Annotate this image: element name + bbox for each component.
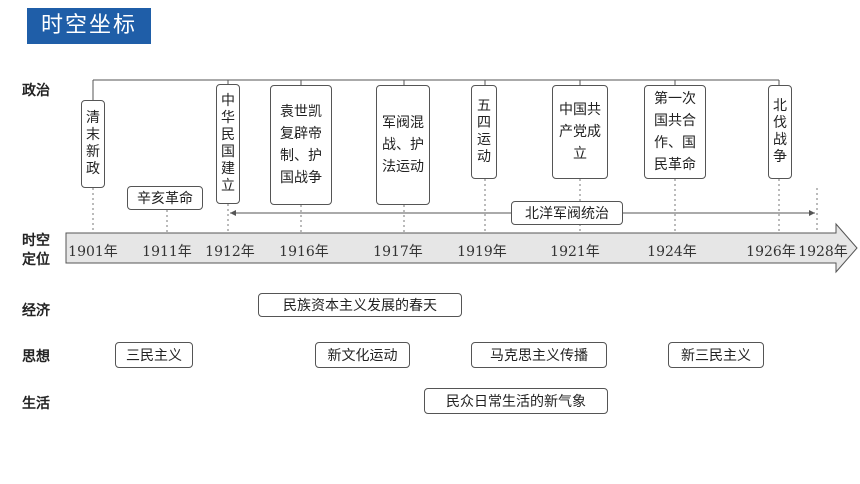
row-label-life: 生活 (22, 396, 50, 412)
beiyang-arrow-left (230, 210, 236, 216)
year-label: 1924年 (647, 244, 697, 260)
event-zhongguo-gongchandang: 中国共产党成立 (552, 85, 608, 179)
year-label: 1921年 (550, 244, 600, 260)
row-label-thought: 思想 (22, 349, 50, 365)
economy-event: 民族资本主义发展的春天 (258, 293, 462, 317)
year-label: 1917年 (373, 244, 423, 260)
event-zhonghua-minguo: 中华民国建立 (216, 84, 240, 204)
row-label-spacetime: 时空定位 (22, 233, 50, 268)
life-event: 民众日常生活的新气象 (424, 388, 608, 414)
event-wusi-yundong: 五四运动 (471, 85, 497, 179)
year-label: 1916年 (279, 244, 329, 260)
timeline-arrow (65, 222, 858, 274)
event-beifa-zhanzheng: 北伐战争 (768, 85, 792, 179)
event-diyici-guogong: 第一次国共合作、国民革命 (644, 85, 706, 179)
thought-xin-sanmin-zhuyi: 新三民主义 (668, 342, 764, 368)
beiyang-arrow-right (809, 210, 815, 216)
year-label: 1912年 (205, 244, 255, 260)
page-title: 时空坐标 (27, 8, 151, 44)
event-junfa-hunzhan: 军阀混战、护法运动 (376, 85, 430, 205)
beiyang-rule-label: 北洋军阀统治 (511, 201, 623, 225)
year-label: 1911年 (142, 244, 192, 260)
thought-makesi-zhuyi: 马克思主义传播 (471, 342, 607, 368)
year-label: 1919年 (457, 244, 507, 260)
year-label: 1928年 (798, 244, 848, 260)
event-xinhai-geming: 辛亥革命 (127, 186, 203, 210)
event-qingmo-xinzheng: 清末新政 (81, 100, 105, 188)
bracket-ticks (92, 80, 780, 100)
year-label: 1926年 (746, 244, 796, 260)
row-label-economy: 经济 (22, 303, 50, 319)
thought-sanmin-zhuyi: 三民主义 (115, 342, 193, 368)
year-label: 1901年 (68, 244, 118, 260)
thought-xin-wenhua: 新文化运动 (315, 342, 410, 368)
event-yuan-shikai: 袁世凯复辟帝制、护国战争 (270, 85, 332, 205)
row-label-politics: 政治 (22, 83, 50, 99)
